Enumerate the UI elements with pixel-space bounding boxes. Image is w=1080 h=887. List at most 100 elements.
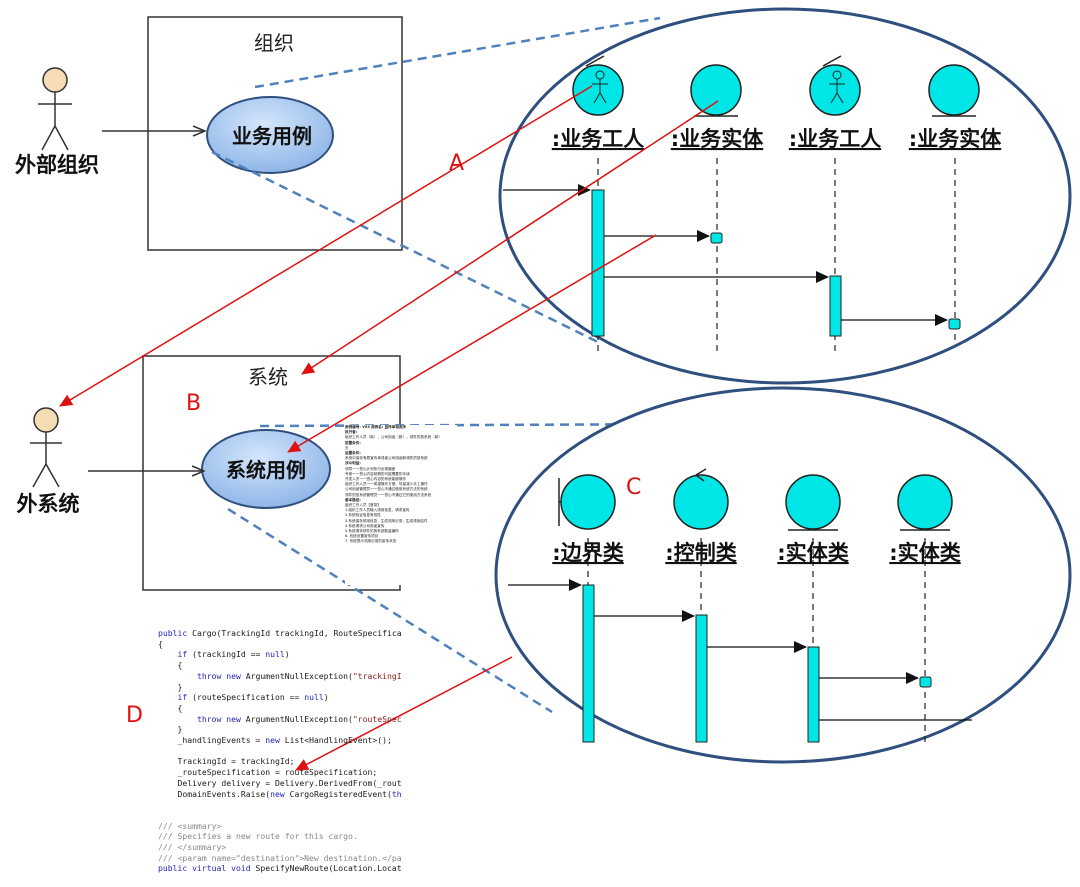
code-token: (routeSpecification == <box>187 692 305 703</box>
business-use-case: 业务用例 <box>206 96 334 174</box>
code-token: new <box>265 735 280 746</box>
control-class-icon <box>673 468 729 530</box>
use-case-document: 用例编号: V03 用例名: 宣传单领用手执行者:组织工作人员（新），公司用途（… <box>345 425 457 585</box>
business-entity-icon <box>928 64 980 117</box>
trace-arrow-worker-to-actor <box>59 85 593 407</box>
code-token: _routeSpecification = routeSpecification… <box>158 767 378 778</box>
code-token: Delivery delivery = Delivery.DerivedFrom… <box>177 777 402 788</box>
business-lifeline-label: :业务工人 <box>789 127 881 151</box>
code-line <box>158 799 402 810</box>
label-a: A <box>449 151 464 176</box>
actor-external-org <box>38 67 72 151</box>
code-line <box>158 746 402 757</box>
code-line: TrackingId = trackingId; <box>158 756 402 767</box>
system-lifeline-label: :实体类 <box>889 541 961 565</box>
code-token <box>158 692 178 702</box>
document-line: 组织工作人员（新），公司用途（新），领件的放系统（新） <box>345 435 443 440</box>
code-token <box>158 671 197 681</box>
system-title: 系统 <box>248 365 288 389</box>
document-line: 执行者: <box>345 430 358 435</box>
code-line: _handlingEvents = new List<HandlingEvent… <box>158 735 402 746</box>
document-line: 前置条件: <box>345 440 361 445</box>
business-use-case-label: 业务用例 <box>232 124 312 148</box>
code-line: public virtual void SpecifyNewRoute(Loca… <box>158 863 402 874</box>
label-c: C <box>626 475 641 500</box>
document-line: 基本路径: <box>345 497 361 502</box>
code-line: { <box>158 660 402 671</box>
code-line: Delivery delivery = Delivery.DerivedFrom… <box>158 778 402 789</box>
code-token: CargoRegisteredEvent( <box>284 788 392 799</box>
entity-class-icon <box>785 474 841 531</box>
organization-title: 组织 <box>254 31 294 55</box>
activation-bar <box>807 646 820 743</box>
code-token: { <box>158 702 183 713</box>
code-token: null <box>304 692 324 703</box>
system-lifeline-label: :实体类 <box>777 541 849 565</box>
document-line: 2.系统验证信息有效性 <box>345 513 381 518</box>
code-line: /// <param name="destination">New destin… <box>158 853 402 864</box>
activation-bar <box>582 584 595 743</box>
code-token: /// <param name="destination">New destin… <box>158 852 402 863</box>
activation-bar <box>591 189 605 337</box>
trace-arrow-message-to-usecase <box>287 234 657 453</box>
boundary-class-icon <box>558 474 616 530</box>
business-worker-icon <box>572 55 624 116</box>
actor-head-icon <box>33 407 59 433</box>
code-token: null <box>265 649 285 660</box>
code-token: if <box>177 649 188 660</box>
activation-bar <box>948 318 961 330</box>
trace-arrow-entity-to-system <box>301 100 719 375</box>
business-lifeline-label: :业务实体 <box>671 127 764 151</box>
document-line: 领导一一担心计划执行出现偏差 <box>345 466 396 471</box>
document-line: 专家一一担心内容前期的可能需要的手续 <box>345 471 410 476</box>
code-token: throw new <box>196 713 241 724</box>
code-token: SpecifyNewRoute(Location.Location destin… <box>255 863 402 874</box>
code-line: if (routeSpecification == null) <box>158 692 402 703</box>
code-token: /// </summary> <box>158 842 227 853</box>
code-line: public Cargo(TrackingId trackingId, Rout… <box>158 628 402 639</box>
system-use-case: 系统用例 <box>201 429 331 509</box>
code-token: ArgumentNullException( <box>240 670 353 681</box>
business-worker-icon <box>809 55 861 116</box>
document-line: 组织工作人员一一希望操作方便，尽量减少手工操作 <box>345 482 428 487</box>
code-line <box>158 810 402 821</box>
code-token: } <box>158 681 183 692</box>
code-token: { <box>158 660 183 671</box>
entity-class-icon <box>897 474 953 531</box>
business-sequence-zoom: :业务工人 :业务实体 :业务工人 :业务实体 <box>498 7 1072 385</box>
code-line: /// Specifies a new route for this cargo… <box>158 831 402 842</box>
code-snippet: public Cargo(TrackingId trackingId, Rout… <box>158 628 402 878</box>
code-line: } <box>158 682 402 693</box>
document-line: 用例编号: V03 用例名: 宣传单领用手 <box>345 425 407 429</box>
system-use-case-label: 系统用例 <box>226 458 306 482</box>
code-token: if <box>177 692 188 703</box>
activation-bar <box>710 232 723 244</box>
code-token: DomainEvents.Raise( <box>158 788 271 799</box>
label-d: D <box>126 703 143 728</box>
code-token: throw new <box>196 670 241 681</box>
actor-external-system-label: 外系统 <box>17 492 80 516</box>
code-token: public virtual void <box>158 863 251 874</box>
activation-bar <box>829 275 842 337</box>
code-line: /// </summary> <box>158 842 402 853</box>
actor-external-org-label: 外部组织 <box>15 153 99 177</box>
code-line: if (trackingId == null) <box>158 649 402 660</box>
business-lifeline-label: :业务实体 <box>909 127 1002 151</box>
code-token: /// <summary> <box>158 820 222 831</box>
trace-arrow-class-to-code <box>295 656 513 771</box>
code-token: List<HandlingEvent>(); <box>279 735 392 746</box>
activation-bar <box>695 614 708 743</box>
document-line: 5.系统请求领件的放系统数量编料 <box>345 529 399 534</box>
code-line: } <box>158 724 402 735</box>
code-token: this <box>391 788 402 799</box>
code-token: public <box>158 628 193 638</box>
code-token: TrackingId = trackingId; <box>158 756 295 767</box>
code-token: "routeSpecification" <box>352 713 402 724</box>
code-line: throw new ArgumentNullException("trackin… <box>158 671 402 682</box>
code-token: { <box>158 638 163 649</box>
code-line: /// <summary> <box>158 821 402 832</box>
document-line: 无 <box>345 445 349 450</box>
system-lifeline-label: :控制类 <box>665 541 737 565</box>
code-token <box>158 649 178 659</box>
document-line: 系统中保存有原宣传单或者公司用途和领件的放系统 <box>345 456 428 461</box>
